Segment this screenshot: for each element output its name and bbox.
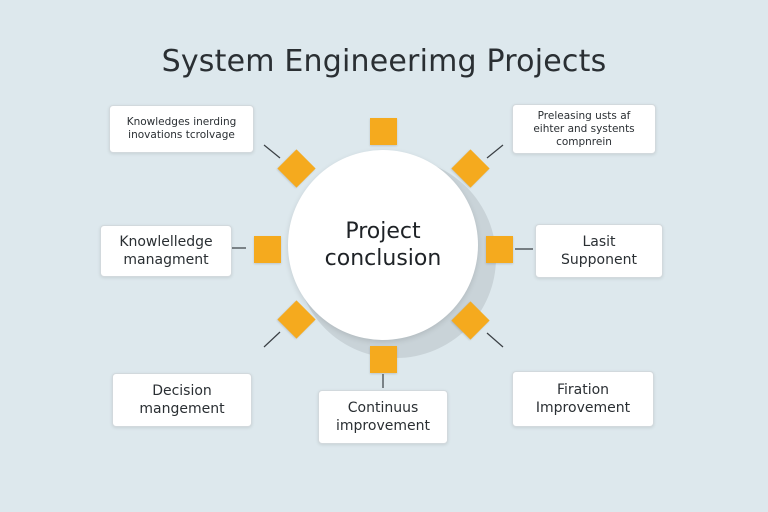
connector-line	[263, 331, 281, 348]
node-box-middle-right: Lasit Supponent	[535, 224, 663, 278]
connector-line	[486, 144, 504, 159]
node-label-line: Improvement	[535, 400, 631, 416]
orange-square-right	[486, 236, 513, 263]
node-box-bottom-center: Continuus improvement	[318, 390, 448, 444]
orange-square-bottom	[370, 346, 397, 373]
center-label-line: conclusion	[324, 246, 442, 271]
diagram-title: System Engineerimg Projects	[161, 44, 607, 79]
orange-square-left	[254, 236, 281, 263]
node-label-line: mangement	[139, 401, 225, 417]
node-label-line: improvement	[336, 418, 430, 434]
center-node: Project conclusion	[288, 150, 478, 340]
connector-line	[263, 144, 281, 159]
node-box-bottom-left: Decision mangement	[112, 373, 252, 427]
node-label-line: Knowledges inerding	[126, 116, 237, 128]
node-box-top-right: Preleasing usts af eihter and systents c…	[512, 104, 656, 154]
orange-square-top	[370, 118, 397, 145]
node-label-line: Lasit	[582, 234, 616, 250]
node-box-top-left: Knowledges inerding inovations tcrolvage	[109, 105, 254, 153]
node-label-line: Decision	[152, 383, 212, 399]
node-label-line: managment	[123, 252, 209, 268]
node-label-line: Preleasing usts af	[537, 109, 631, 122]
connector-line	[486, 332, 504, 348]
node-label-line: inovations tcrolvage	[128, 129, 235, 141]
node-box-bottom-right: Firation Improvement	[512, 371, 654, 427]
node-box-middle-left: Knowlelledge managment	[100, 225, 232, 277]
node-label-line: eihter and systents	[533, 122, 635, 135]
node-label-line: Knowlelledge	[119, 234, 213, 250]
node-label-line: Firation	[556, 382, 610, 398]
node-label-line: Supponent	[561, 252, 637, 268]
center-label-line: Project	[345, 219, 421, 244]
node-label-line: Continuus	[347, 400, 419, 416]
node-label-line: compnrein	[556, 135, 612, 148]
